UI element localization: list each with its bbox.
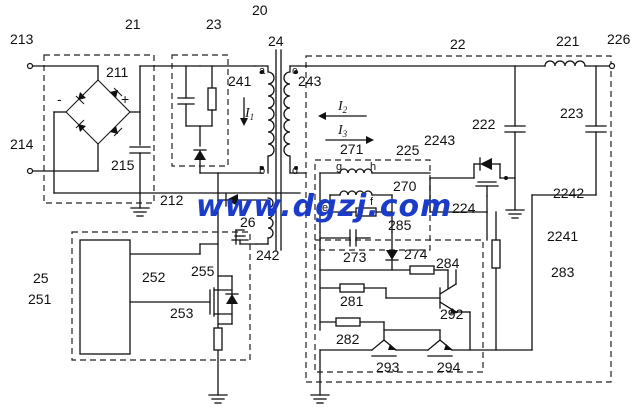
ground-symbol-1 [130,192,150,217]
label-281: 281 [340,293,364,309]
label-282: 282 [336,331,360,347]
label-213: 213 [10,31,34,47]
label-225: 225 [396,142,420,158]
label-24: 24 [268,33,284,49]
transistor-294 [427,329,453,357]
capacitor-222 [504,125,526,133]
label-253: 253 [170,305,194,321]
label-226: 226 [607,31,631,47]
module-21-rectifier-box [43,54,155,204]
label-21: 21 [125,16,141,32]
watermark-text: www.dgzj.com [196,189,452,224]
terminal-a: a [259,65,266,77]
label-274: 274 [404,246,428,262]
capacitor-223 [585,125,607,133]
label-285: 285 [388,217,412,233]
label-270: 270 [393,178,417,194]
ground-symbol-5 [310,394,330,404]
mosfet-224 [475,181,499,197]
ground-symbol-2 [231,235,249,245]
label-241: 241 [228,73,252,89]
label-22: 22 [450,36,466,52]
label-2241: 2241 [547,228,578,244]
resistor-282 [335,317,361,327]
module-22-secondary-box [305,55,612,383]
label-211: 211 [106,64,129,80]
capacitor-212 [129,146,151,154]
resistor-281 [339,283,365,293]
inductor-271 [339,168,373,174]
transformer-24 [254,49,291,251]
label-212: 212 [160,192,184,208]
terminal-h: h [370,161,376,173]
diode-274 [385,250,399,261]
module-25-controller-box [71,231,251,361]
label-251: 251 [28,291,52,307]
current-label-i3: I3 [337,123,348,139]
label-215: 215 [111,157,135,173]
terminal-e: e [322,202,328,214]
label-252: 252 [142,269,166,285]
terminal-214 [26,167,34,175]
label-243: 243 [298,73,322,89]
label-224: 224 [452,200,476,216]
label-26: 26 [240,214,256,230]
terminal-f: f [370,196,374,208]
label-23: 23 [206,16,222,32]
resistor-snubber [207,87,217,111]
terminal-b: b [259,165,265,177]
label-292: 292 [440,306,464,322]
bridge-rectifier-211 [65,65,131,172]
mosfet-255 [209,275,239,325]
terminal-d: d [292,165,298,177]
diode-snubber [193,149,207,160]
terminal-226 [608,62,616,70]
label-273: 273 [343,249,367,265]
polarity-plus: + [121,91,129,107]
capacitor-snubber [177,97,195,105]
label-283: 283 [551,264,575,280]
terminal-213 [26,62,34,70]
label-223: 223 [560,105,584,121]
controller-251 [79,239,131,355]
label-2243: 2243 [424,132,455,148]
label-271: 271 [340,141,364,157]
label-255: 255 [191,263,215,279]
label-242: 242 [256,247,280,263]
coil-270 [339,190,373,196]
current-label-i1: I1 [244,106,254,122]
label-221: 221 [556,33,580,49]
resistor-284 [409,265,435,275]
terminal-g: g [336,161,342,173]
label-294: 294 [437,359,461,375]
ground-symbol-3 [208,394,228,404]
current-label-i2: I2 [337,99,348,115]
label-20: 20 [252,2,268,18]
resistor-sense [213,327,223,351]
inductor-221 [544,60,586,67]
label-284: 284 [436,255,460,271]
polarity-minus: - [57,91,62,107]
capacitor-273 [349,229,357,247]
label-2242: 2242 [553,185,584,201]
label-293: 293 [376,359,400,375]
ground-symbol-4 [505,209,525,219]
module-inner-control-box [314,239,484,373]
transistor-293 [371,321,397,357]
label-25: 25 [33,270,49,286]
diode-output [479,157,492,171]
terminal-c: c [292,65,298,77]
resistor-283 [491,239,501,269]
label-222: 222 [472,116,496,132]
label-214: 214 [10,136,34,152]
